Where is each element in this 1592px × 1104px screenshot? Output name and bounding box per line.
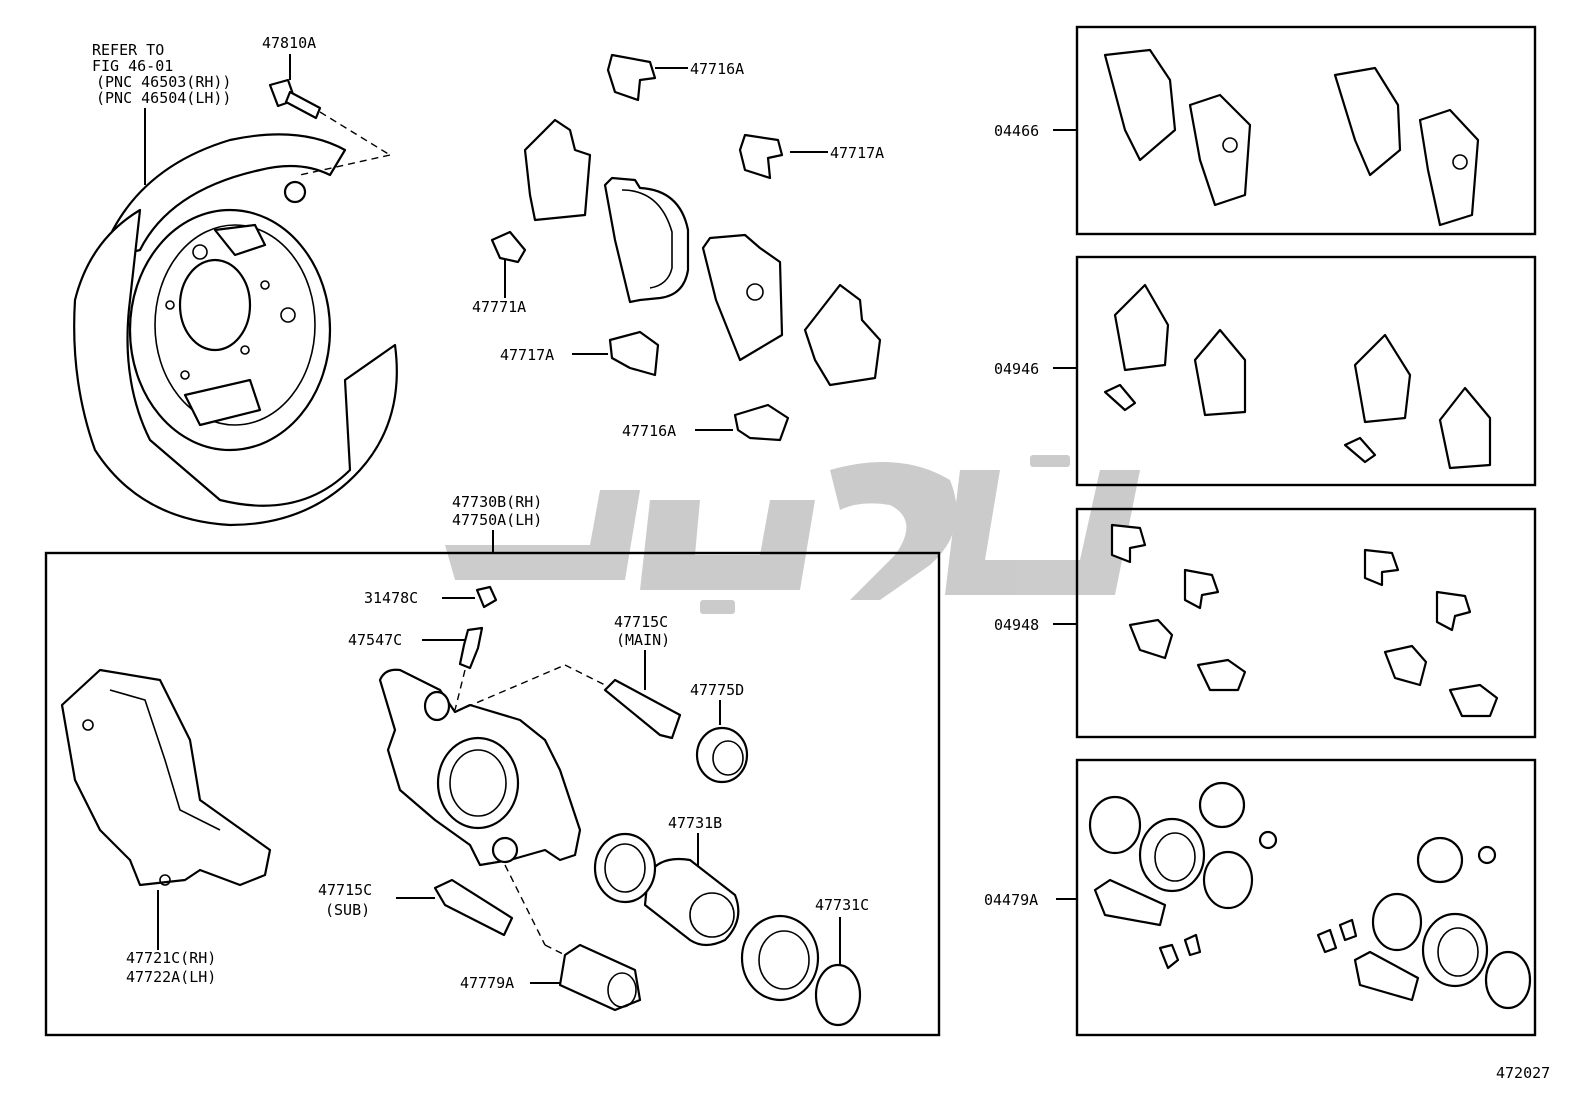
svg-text:(MAIN): (MAIN)	[616, 631, 670, 649]
svg-text:47715C: 47715C	[318, 881, 372, 899]
kit-04946-shims: 04946	[994, 255, 1537, 487]
svg-text:47722A(LH): 47722A(LH)	[126, 968, 216, 986]
kit-04479A-cylinder: 04479A	[984, 758, 1537, 1037]
caliper-body	[378, 664, 616, 956]
svg-text:47715C: 47715C	[614, 613, 668, 631]
clip-47716A-top: 47716A	[606, 53, 744, 102]
svg-text:04479A: 04479A	[984, 891, 1038, 909]
svg-text:47779A: 47779A	[460, 974, 514, 992]
clip-47716A-bottom: 47716A	[622, 403, 790, 442]
caliper-assembly-frame	[44, 551, 941, 1037]
seal-kit-47731C: 47731C	[740, 896, 869, 1027]
bleeder-47547C: 47547C	[348, 626, 484, 711]
svg-text:FIG 46-01: FIG 46-01	[92, 57, 173, 75]
svg-text:47721C(RH): 47721C(RH)	[126, 949, 216, 967]
bolt-47810A: 47810A	[262, 34, 391, 176]
svg-text:31478C: 31478C	[364, 589, 418, 607]
shim-inner	[523, 118, 592, 222]
svg-text:(PNC 46503(RH)): (PNC 46503(RH))	[96, 73, 231, 91]
backing-plate-group	[73, 133, 398, 527]
svg-text:47547C: 47547C	[348, 631, 402, 649]
svg-text:47730B(RH): 47730B(RH)	[452, 493, 542, 511]
svg-text:47731B: 47731B	[668, 814, 722, 832]
mounting-bracket: 47721C(RH) 47722A(LH)	[60, 668, 272, 986]
svg-text:47716A: 47716A	[690, 60, 744, 78]
svg-text:47716A: 47716A	[622, 422, 676, 440]
caliper-assembly-label: 47730B(RH) 47750A(LH)	[452, 493, 542, 553]
wear-clip-47771A: 47771A	[472, 230, 526, 316]
svg-text:47810A: 47810A	[262, 34, 316, 52]
clip-47717A-mid: 47717A	[738, 133, 884, 180]
svg-text:REFER TO: REFER TO	[92, 41, 164, 59]
pin-47715C-main: 47715C (MAIN)	[603, 613, 682, 740]
svg-text:47717A: 47717A	[500, 346, 554, 364]
svg-text:47771A: 47771A	[472, 298, 526, 316]
svg-text:47731C: 47731C	[815, 896, 869, 914]
boot-47779A: 47779A	[460, 943, 642, 1012]
figure-number: 472027	[1496, 1064, 1550, 1082]
svg-text:04948: 04948	[994, 616, 1039, 634]
svg-text:04946: 04946	[994, 360, 1039, 378]
pin-47715C-sub: 47715C (SUB)	[318, 878, 514, 937]
svg-text:47717A: 47717A	[830, 144, 884, 162]
svg-text:47750A(LH): 47750A(LH)	[452, 511, 542, 529]
clip-47717A-low: 47717A	[500, 330, 660, 377]
watermark-logo	[445, 455, 1140, 614]
boot-47775D: 47775D	[690, 681, 749, 784]
shim-outer	[803, 283, 882, 387]
cap-31478C: 31478C	[364, 585, 498, 609]
refer-note: REFER TO FIG 46-01 (PNC 46503(RH)) (PNC …	[92, 41, 231, 185]
pad-inner	[701, 233, 784, 362]
svg-text:(SUB): (SUB)	[325, 901, 370, 919]
svg-text:(PNC 46504(LH)): (PNC 46504(LH))	[96, 89, 231, 107]
kit-04948-clips: 04948	[994, 507, 1537, 739]
pad-outer	[603, 176, 690, 304]
kit-04466-pads: 04466	[994, 25, 1537, 236]
piston-47731B: 47731B	[593, 814, 740, 947]
svg-text:47775D: 47775D	[690, 681, 744, 699]
svg-text:04466: 04466	[994, 122, 1039, 140]
